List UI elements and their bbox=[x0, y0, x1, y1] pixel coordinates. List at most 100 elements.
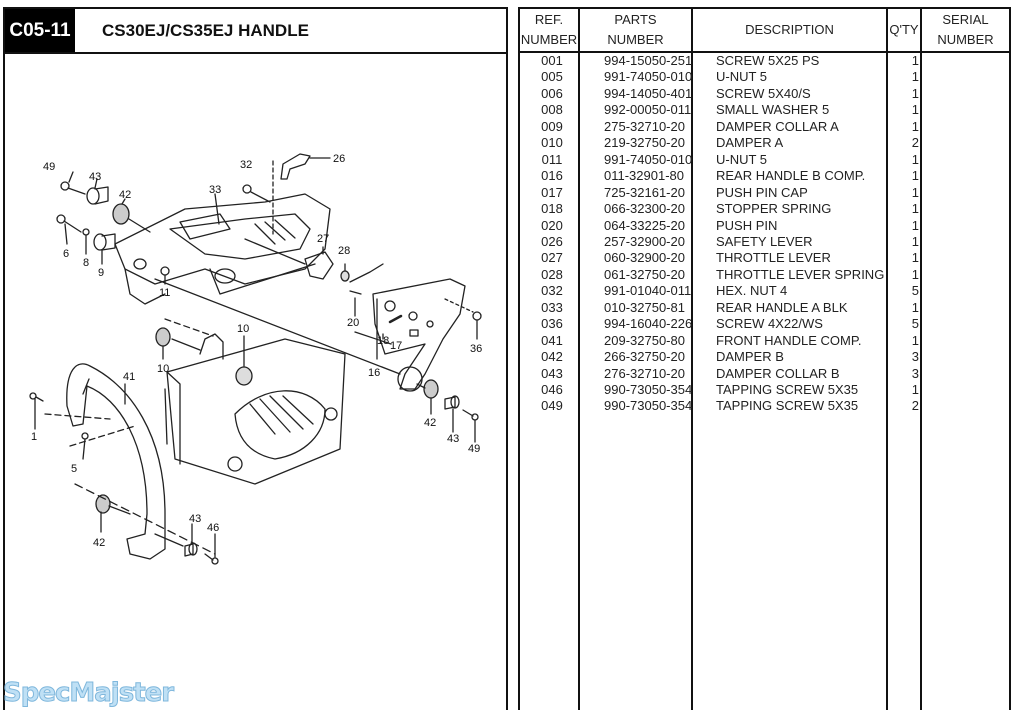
ref-number-cell: 010 bbox=[541, 135, 563, 151]
part-1-screw bbox=[29, 392, 44, 430]
quantity-cell: 1 bbox=[911, 266, 919, 282]
parts-number-cell: 992-00050-011 bbox=[604, 102, 692, 118]
quantity-cell: 1 bbox=[911, 332, 919, 348]
parts-number-cell: 994-15050-251 bbox=[604, 53, 693, 68]
exploded-parts-diagram: 49 43 42 33 32 26 6 8 9 11 27 28 20 18 1… bbox=[29, 153, 482, 565]
part-36-screw bbox=[444, 298, 482, 340]
quantity-cell: 5 bbox=[911, 283, 919, 299]
quantity-cell: 1 bbox=[911, 69, 919, 85]
description-cell: STOPPER SPRING bbox=[716, 201, 832, 217]
description-cell: PUSH PIN bbox=[716, 217, 778, 233]
description-cell: SCREW 4X22/WS bbox=[716, 316, 823, 332]
parts-table: REF. NUMBER PARTS NUMBER DESCRIPTION Q'T… bbox=[518, 7, 1011, 710]
parts-number-cell: 276-32710-20 bbox=[604, 365, 685, 381]
description-cell: SCREW 5X40/S bbox=[716, 85, 811, 101]
part-43-collar-right bbox=[444, 395, 460, 433]
rear-handle-a bbox=[114, 193, 331, 305]
ref-number-cell: 042 bbox=[541, 349, 563, 365]
ref-number-cell: 005 bbox=[541, 69, 563, 85]
part-28-spring bbox=[340, 263, 384, 283]
ref-number-cell: 009 bbox=[541, 118, 563, 134]
description-cell: DAMPER COLLAR B bbox=[716, 365, 840, 381]
callout: 43 bbox=[89, 171, 101, 183]
description-cell: TAPPING SCREW 5X35 bbox=[716, 382, 859, 397]
ref-number-cell: 016 bbox=[541, 168, 563, 184]
header-description: DESCRIPTION bbox=[745, 22, 834, 37]
quantity-cell: 1 bbox=[911, 151, 919, 167]
part-6-screw bbox=[56, 214, 82, 245]
callout: 46 bbox=[207, 522, 219, 534]
quantity-cell: 3 bbox=[911, 365, 919, 381]
quantity-cell: 1 bbox=[911, 233, 919, 249]
parts-number-cell: 994-16040-226 bbox=[604, 316, 693, 332]
ref-number-cell: 041 bbox=[541, 332, 563, 348]
callout: 36 bbox=[470, 343, 482, 355]
callout: 11 bbox=[159, 287, 170, 299]
column-divider bbox=[886, 9, 888, 710]
callout: 43 bbox=[189, 513, 201, 525]
callout: 17 bbox=[390, 340, 402, 352]
ref-number-cell: 026 bbox=[541, 233, 563, 249]
ref-number-cell: 027 bbox=[541, 250, 563, 266]
ref-number-cell: 028 bbox=[541, 266, 563, 282]
parts-number-cell: 219-32750-20 bbox=[604, 135, 685, 151]
part-8-washer bbox=[82, 228, 90, 255]
front-handle bbox=[66, 363, 166, 560]
panel-header: C05-11 CS30EJ/CS35EJ HANDLE bbox=[5, 9, 506, 54]
description-cell: U-NUT 5 bbox=[716, 151, 768, 167]
callout: 42 bbox=[119, 189, 131, 201]
description-cell: SMALL WASHER 5 bbox=[716, 102, 830, 118]
ref-number-cell: 018 bbox=[541, 201, 563, 217]
parts-number-cell: 257-32900-20 bbox=[604, 233, 685, 249]
callout: 49 bbox=[43, 161, 55, 173]
part-26-safety-lever bbox=[272, 153, 331, 235]
parts-number-cell: 010-32750-81 bbox=[604, 299, 685, 315]
ref-number-cell: 011 bbox=[541, 151, 563, 167]
engine-block bbox=[164, 333, 346, 485]
parts-number-cell: 991-01040-011 bbox=[604, 283, 692, 299]
parts-number-cell: 725-32161-20 bbox=[604, 184, 685, 200]
callout: 28 bbox=[338, 245, 350, 257]
part-49-screw bbox=[60, 171, 86, 195]
rear-handle-b bbox=[372, 278, 466, 392]
ref-number-cell: 036 bbox=[541, 316, 563, 332]
part-32-nut bbox=[242, 184, 271, 203]
callout: 41 bbox=[123, 371, 135, 383]
watermark-logo: SpecMajster bbox=[2, 678, 174, 709]
quantity-cell: 1 bbox=[911, 382, 919, 397]
callout: 26 bbox=[333, 153, 345, 165]
section-code: C05-11 bbox=[5, 9, 75, 52]
callout: 33 bbox=[209, 184, 221, 196]
table-row: 028 061-32750-20 THROTTLE LEVER SPRING 1 bbox=[520, 267, 1009, 284]
part-42-damper-right bbox=[416, 379, 439, 415]
callout: 16 bbox=[368, 367, 380, 379]
parts-number-cell: 990-73050-354 bbox=[604, 382, 693, 397]
column-divider bbox=[691, 9, 693, 710]
callout: 20 bbox=[347, 317, 359, 329]
quantity-cell: 1 bbox=[911, 201, 919, 217]
quantity-cell: 2 bbox=[911, 398, 919, 414]
callout: 10 bbox=[157, 363, 169, 375]
ref-number-cell: 046 bbox=[541, 382, 563, 397]
table-header: REF. NUMBER PARTS NUMBER DESCRIPTION Q'T… bbox=[520, 9, 1009, 53]
parts-number-cell: 061-32750-20 bbox=[604, 266, 685, 282]
description-cell: THROTTLE LEVER SPRING bbox=[716, 266, 885, 282]
callout-labels: 49 43 42 33 32 26 6 8 9 11 27 28 20 18 1… bbox=[31, 153, 482, 549]
description-cell: REAR HANDLE B COMP. bbox=[716, 168, 866, 184]
